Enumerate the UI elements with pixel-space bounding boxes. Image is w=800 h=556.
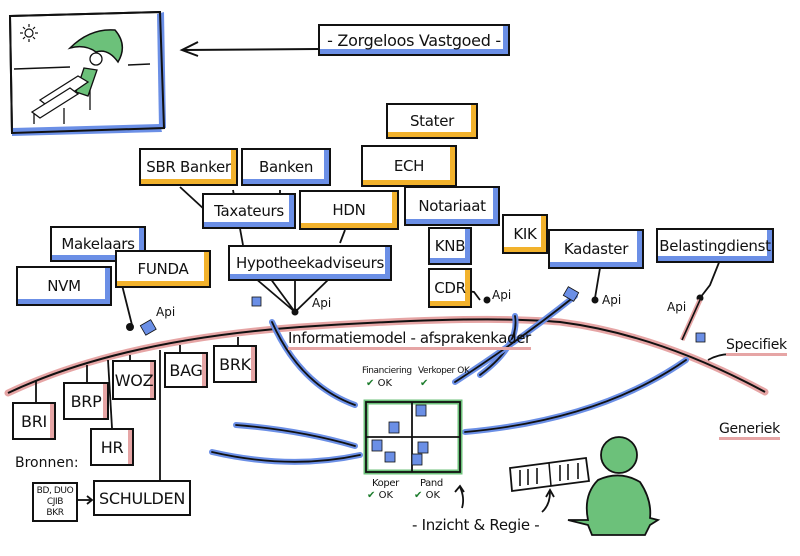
- small-box-line: BD, DUO: [36, 485, 74, 496]
- box-hypotheekadviseurs: Hypotheekadviseurs: [228, 245, 392, 281]
- box-nvm: NVM: [16, 266, 112, 306]
- generiek-label: Generiek: [719, 421, 780, 440]
- puzzle-graphic: [363, 399, 463, 475]
- box-label: KNB: [434, 237, 466, 255]
- box-label: SCHULDEN: [99, 488, 185, 508]
- box-notariaat: Notariaat: [404, 186, 500, 226]
- puzzle-piece-icons: [371, 404, 429, 466]
- status-text: OK: [377, 378, 393, 389]
- check-icon: ✔: [420, 378, 429, 389]
- box-label: Stater: [409, 112, 455, 130]
- person-figure-icon: [567, 436, 661, 536]
- box-label: NVM: [47, 277, 81, 295]
- api-label-hypotheekadviseurs: Api: [312, 296, 332, 310]
- box-kadaster: Kadaster: [548, 229, 644, 269]
- informatiemodel-label: Informatiemodel - afsprakenkader: [288, 329, 531, 350]
- source-hangers: [35, 337, 239, 480]
- check-icon: ✔: [414, 490, 423, 501]
- source-box-bri: BRI: [12, 402, 56, 440]
- inzicht-regie-label: - Inzicht & Regie -: [412, 516, 540, 534]
- box-label: BRK: [219, 354, 251, 374]
- source-box-bd-duo-cjib-bkr: BD, DUO CJIB BKR: [32, 482, 78, 522]
- flow-arrows: [209, 293, 689, 465]
- box-label: Notariaat: [418, 197, 486, 215]
- arrow-to-illustration: [179, 41, 319, 57]
- puzzle-label-pand: Pand: [420, 478, 443, 489]
- source-box-schulden: SCHULDEN: [93, 480, 191, 516]
- zorgeloos-vastgoed-box: - Zorgeloos Vastgoed -: [318, 24, 510, 56]
- source-box-brp: BRP: [63, 382, 109, 420]
- box-banken: Banken: [241, 148, 331, 186]
- box-label: HDN: [332, 201, 366, 219]
- puzzle-status-financiering: ✔ OK: [366, 378, 392, 389]
- box-cdr: CDR: [428, 268, 472, 308]
- small-box-line: CJIB: [46, 496, 64, 507]
- box-label: HR: [100, 437, 124, 457]
- box-funda: FUNDA: [115, 250, 211, 288]
- puzzle-label-financiering: Financiering: [362, 366, 412, 376]
- box-label: FUNDA: [137, 260, 189, 278]
- check-icon: ✔: [366, 378, 375, 389]
- box-label: Taxateurs: [214, 202, 284, 220]
- box-sbr-banker: SBR Banker: [139, 148, 238, 186]
- box-taxateurs: Taxateurs: [202, 193, 296, 229]
- loose-puzzle-icons: [139, 286, 706, 343]
- box-label: BAG: [169, 360, 203, 380]
- api-label-kadaster: Api: [602, 293, 622, 307]
- beach-illustration: [8, 10, 166, 136]
- box-label: CDR: [434, 279, 466, 297]
- sun-icon: [20, 24, 38, 42]
- api-label-funda: Api: [156, 305, 176, 319]
- small-box-line: BKR: [46, 507, 64, 518]
- box-label: WOZ: [114, 370, 154, 390]
- layer-curve: [4, 298, 769, 397]
- box-stater: Stater: [386, 103, 478, 139]
- api-connection-dots: [126, 294, 704, 331]
- source-box-hr: HR: [90, 428, 134, 466]
- box-label: KIK: [513, 225, 537, 243]
- box-ech: ECH: [361, 145, 457, 187]
- umbrella-icon: [67, 29, 124, 64]
- puzzle-label-koper: Koper: [372, 478, 399, 489]
- puzzle-status-pand: ✔ OK: [414, 490, 440, 501]
- source-box-brk: BRK: [213, 345, 257, 383]
- box-label: Banken: [258, 158, 314, 176]
- puzzle-label-verkoper: Verkoper OK: [418, 366, 470, 376]
- status-text: OK: [378, 490, 394, 501]
- box-label: Hypotheekadviseurs: [235, 254, 384, 272]
- source-box-bag: BAG: [164, 352, 208, 388]
- api-label-belastingdienst: Api: [667, 300, 687, 314]
- box-label: BRI: [21, 411, 47, 431]
- box-label: BRP: [70, 391, 102, 411]
- arrow-right-icon: [77, 495, 94, 505]
- box-label: SBR Banker: [146, 158, 231, 176]
- box-label: Makelaars: [61, 235, 135, 253]
- specifiek-label: Specifiek: [726, 337, 787, 356]
- box-belastingdienst: Belastingdienst: [656, 228, 774, 263]
- check-icon: ✔: [367, 490, 376, 501]
- box-label: Kadaster: [563, 240, 629, 258]
- puzzle-status-verkoper: ✔: [420, 378, 428, 389]
- status-text: OK: [425, 490, 441, 501]
- person-on-lounger-icon: [30, 52, 103, 124]
- bronnen-heading: Bronnen:: [15, 455, 79, 471]
- api-label-cdr: Api: [492, 288, 512, 302]
- box-label: Belastingdienst: [659, 236, 771, 255]
- puzzle-status-koper: ✔ OK: [367, 490, 393, 501]
- box-kik: KIK: [502, 214, 548, 254]
- control-panel-icon: [509, 456, 591, 493]
- box-knb: KNB: [428, 227, 472, 265]
- source-box-woz: WOZ: [112, 360, 156, 400]
- box-hdn: HDN: [299, 190, 399, 230]
- box-label: ECH: [393, 157, 425, 175]
- zorgeloos-vastgoed-label: - Zorgeloos Vastgoed -: [327, 30, 501, 50]
